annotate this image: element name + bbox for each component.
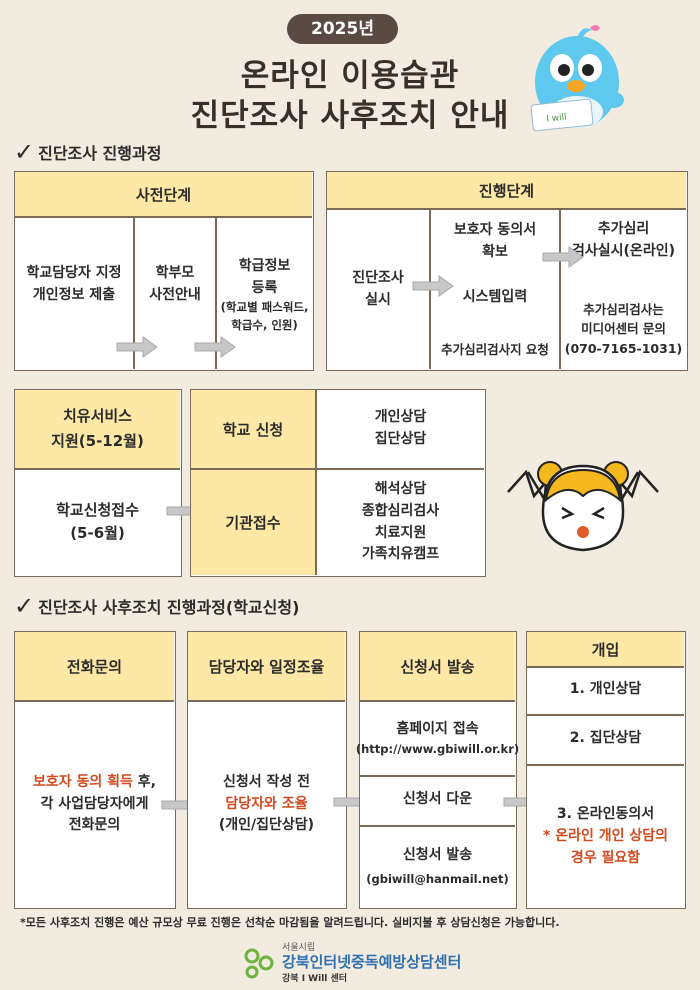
healing-service-title: 치유서비스 지원(5-12월) [15, 390, 180, 468]
pre-step2: 학부모 사전안내 [149, 265, 201, 303]
schedule-column: 담당자와 일정조율 신청서 작성 전 담당자와 조율 (개인/집단상담) [187, 631, 347, 909]
progress-step2-request: 추가심리검사지 요청 [441, 342, 549, 358]
individual-counseling: 1. 개인상담 [569, 681, 642, 698]
org-sub-label: 강북 I Will 센터 [282, 974, 348, 984]
progress-step2-system: 시스템입력 [462, 289, 528, 306]
progress-step3-test: 추가심리 검사실시(온라인) [572, 221, 675, 259]
section2-heading-text: 진단조사 사후조치 진행과정(학교신청) [38, 598, 300, 617]
year-badge: 2025년 [287, 14, 398, 44]
intervention-column: 개입 1. 개인상담 2. 집단상담 3. 온라인동의서 * 온라인 개인 상담… [526, 631, 686, 909]
school-reception: 학교신청접수 (5-6월) [56, 500, 139, 542]
bird-mascot-icon: I will [530, 25, 624, 132]
girl-character-icon [507, 461, 659, 552]
arrow-right-icon [194, 336, 236, 358]
pre-step1: 학교담당자 지정 개인정보 제출 [26, 265, 122, 303]
service-type-table: 학교 신청 기관접수 개인상담 집단상담 해석상담 종합심리검사 치료지원 가족… [190, 389, 486, 577]
healing-service-box: 치유서비스 지원(5-12월) 학교신청접수 (5-6월) [14, 389, 182, 577]
footnote: *모든 사후조치 진행은 예산 규모상 무료 진행은 선착순 마감됨을 알려드립… [20, 916, 560, 929]
phone-inquiry-title: 전화문의 [15, 632, 174, 700]
schedule-title: 담당자와 일정조율 [188, 632, 345, 700]
pre-stage-title: 사전단계 [15, 172, 312, 216]
pre-step3: 학급정보 등록 (학교별 패스워드, 학급수, 인원) [220, 258, 309, 332]
org-logo: 서울시립 강북인터넷중독예방상담센터 강북 I Will 센터 [242, 940, 482, 984]
application-title: 신청서 발송 [360, 632, 515, 700]
page-title-line2: 진단조사 사후조치 안내 [190, 98, 510, 134]
intervention-title: 개입 [527, 632, 684, 666]
checkmark-icon: ✓ [14, 138, 35, 166]
progress-step1: 진단조사 실시 [352, 270, 404, 308]
form-download: 신청서 다운 [402, 791, 473, 808]
mascot-sign-text: I will [546, 113, 567, 125]
progress-step3-contact: 추가심리검사는 미디어센터 문의 (070-7165-1031) [564, 301, 683, 356]
section1-heading: ✓ 진단조사 진행과정 [14, 140, 161, 164]
institution-reception-title: 기관접수 [191, 469, 315, 575]
pre-stage-table: 사전단계 학교담당자 지정 개인정보 제출 학부모 사전안내 학급정보 등록 (… [14, 171, 314, 371]
section1-heading-text: 진단조사 진행과정 [38, 144, 162, 163]
group-counseling: 2. 집단상담 [569, 730, 642, 747]
progress-stage-title: 진행단계 [327, 172, 686, 208]
school-apply-title: 학교 신청 [191, 390, 315, 468]
progress-stage-table: 진행단계 진단조사 실시 보호자 동의서 확보 시스템입력 추가심리검사지 요청… [326, 171, 688, 371]
phone-inquiry-column: 전화문의 보호자 동의 획득 후, 각 사업담당자에게 전화문의 [14, 631, 176, 909]
phone-inquiry-body: 보호자 동의 획득 후, 각 사업담당자에게 전화문의 [33, 773, 156, 834]
institution-services: 해석상담 종합심리검사 치료지원 가족치유캠프 [361, 481, 440, 563]
arrow-right-icon [116, 336, 158, 358]
arrow-right-icon [542, 246, 584, 268]
application-column: 신청서 발송 홈페이지 접속 (http://www.gbiwill.or.kr… [355, 631, 520, 909]
form-send: 신청서 발송 (gbiwill@hanmail.net) [366, 847, 509, 886]
checkmark-icon: ✓ [14, 592, 35, 620]
org-name: 강북인터넷중독예방상담센터 [282, 953, 462, 971]
school-services: 개인상담 집단상담 [374, 409, 427, 447]
org-logo-icon [244, 948, 274, 979]
arrow-right-icon [412, 275, 454, 297]
progress-step2-consent: 보호자 동의서 확보 [453, 222, 537, 260]
online-consent: 3. 온라인동의서 * 온라인 개인 상담의 경우 필요함 [543, 806, 668, 866]
homepage-access: 홈페이지 접속 (http://www.gbiwill.or.kr) [355, 721, 520, 756]
schedule-body: 신청서 작성 전 담당자와 조율 (개인/집단상담) [218, 773, 315, 834]
org-small-label: 서울시립 [282, 943, 316, 953]
page-title-line1: 온라인 이용습관 [240, 58, 460, 94]
section2-heading: ✓ 진단조사 사후조치 진행과정(학교신청) [14, 594, 299, 618]
